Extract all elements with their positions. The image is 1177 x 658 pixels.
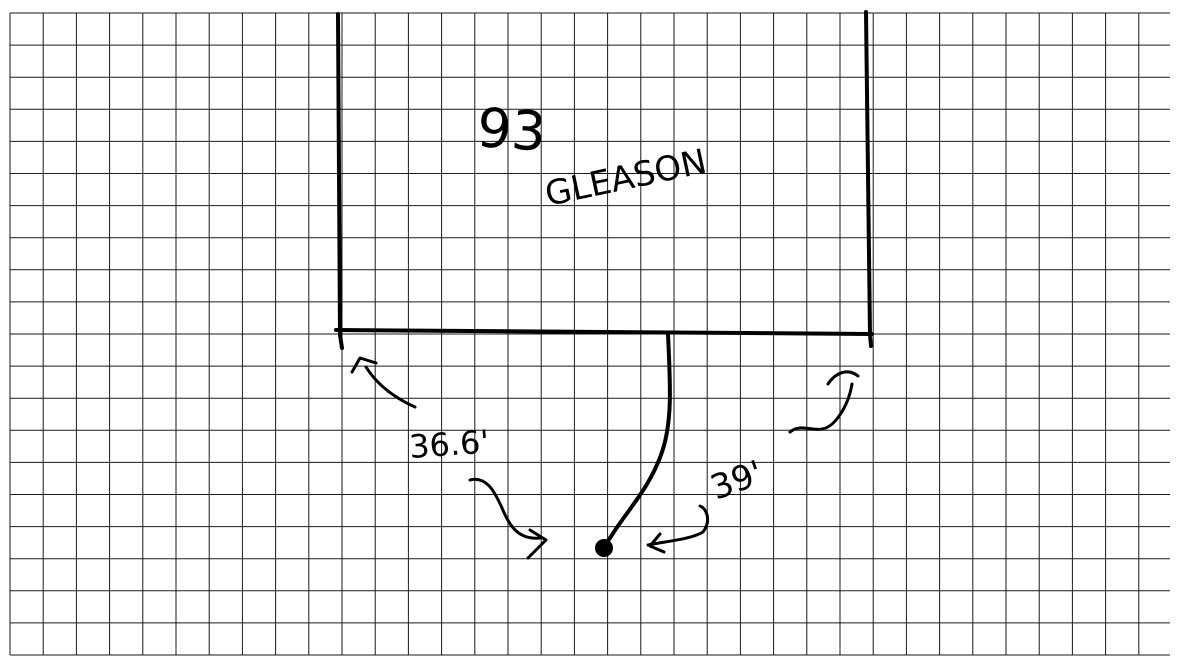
right-upper-arrow	[788, 382, 854, 434]
grid	[9, 12, 1170, 656]
right-hook-arrow-head	[648, 532, 666, 554]
right-upper-arrow-head	[826, 370, 860, 386]
plot-bottom-edge	[334, 328, 874, 336]
plot-outline	[334, 10, 874, 350]
plot-left-edge	[336, 12, 344, 350]
left-arrow-shaft	[364, 365, 417, 409]
plot-number-label: 93	[475, 96, 548, 164]
location-point	[595, 539, 613, 557]
connector-line	[603, 332, 672, 547]
left-measurement-label: 36.6'	[408, 422, 491, 465]
left-lower-arrow	[468, 477, 542, 540]
left-arrow-head	[350, 356, 378, 374]
right-hook-arrow	[646, 504, 710, 547]
left-lower-arrow-head	[526, 528, 548, 560]
